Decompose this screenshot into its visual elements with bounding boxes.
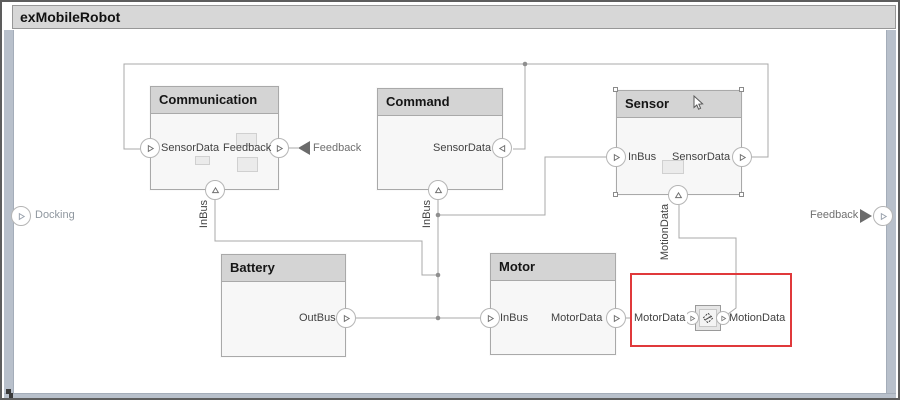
communication-inbus-port[interactable]	[205, 180, 225, 200]
input-triangle-icon	[147, 144, 154, 152]
communication-inbus-label: InBus	[198, 199, 210, 229]
battery-title: Battery	[230, 260, 275, 275]
docking-boundary-port[interactable]	[11, 206, 31, 226]
docking-label: Docking	[35, 209, 75, 221]
highlight-rectangle[interactable]	[630, 273, 792, 347]
motor-inbus-input-port[interactable]	[480, 308, 500, 328]
battery-outbus-output-port[interactable]	[336, 308, 356, 328]
motor-title: Motor	[499, 259, 536, 274]
junction-dot	[522, 61, 528, 67]
output-triangle-icon	[739, 153, 746, 161]
motor-motordata-output-port[interactable]	[606, 308, 626, 328]
junction-dot	[435, 315, 441, 321]
input-triangle-icon	[689, 315, 695, 321]
adapter-motordata-label: MotorData	[632, 312, 688, 324]
communication-component[interactable]: Communication	[150, 86, 279, 190]
motor-component[interactable]: Motor	[490, 253, 616, 355]
feedback-tag-label: Feedback	[313, 142, 362, 154]
feedback-tag-arrow-icon	[298, 141, 310, 155]
adapter-motiondata-label: MotionData	[729, 312, 786, 324]
mouse-cursor-icon	[693, 95, 704, 110]
sensor-inbus-input-port[interactable]	[606, 147, 626, 167]
sensor-motiondata-port[interactable]	[668, 185, 688, 205]
command-inbus-label: InBus	[421, 199, 433, 229]
output-triangle-icon	[276, 144, 283, 152]
input-triangle-icon	[613, 153, 620, 161]
connector-sensordata-to-communication[interactable]	[123, 63, 769, 158]
battery-header[interactable]: Battery	[222, 255, 345, 282]
command-header[interactable]: Command	[378, 89, 502, 116]
command-title: Command	[386, 94, 450, 109]
junction-dot	[435, 272, 441, 278]
communication-content-preview	[237, 157, 258, 172]
model-title-bar: exMobileRobot	[12, 5, 896, 29]
up-triangle-icon	[434, 186, 442, 193]
output-triangle-icon	[880, 212, 887, 220]
sensor-inbus-label: InBus	[628, 151, 657, 163]
feedback-right-label: Feedback	[810, 209, 859, 221]
up-triangle-icon	[211, 186, 219, 193]
battery-outbus-label: OutBus	[299, 312, 336, 324]
feedback-right-arrow-icon	[860, 209, 872, 223]
output-triangle-icon	[720, 315, 726, 321]
motor-motordata-label: MotorData	[551, 312, 603, 324]
motor-header[interactable]: Motor	[491, 254, 615, 281]
output-triangle-icon	[343, 314, 350, 322]
sensor-sensordata-output-port[interactable]	[732, 147, 752, 167]
adapter-motiondata-output-port[interactable]	[716, 311, 730, 325]
command-inbus-port[interactable]	[428, 180, 448, 200]
connector-sensordata-to-command[interactable]	[513, 64, 526, 150]
communication-sensordata-input-port[interactable]	[140, 138, 160, 158]
communication-title: Communication	[159, 92, 258, 107]
communication-feedback-label: Feedback	[223, 142, 272, 154]
communication-sensordata-label: SensorData	[161, 142, 220, 154]
sensor-component[interactable]: Sensor	[616, 90, 742, 195]
battery-component[interactable]: Battery	[221, 254, 346, 357]
communication-content-preview	[195, 156, 210, 165]
communication-content-preview	[236, 133, 257, 146]
connector-motiondata-to-sensor[interactable]	[678, 205, 737, 315]
sensor-title: Sensor	[625, 96, 670, 111]
communication-header[interactable]: Communication	[151, 87, 278, 114]
sensor-content-preview	[662, 160, 684, 174]
input-triangle-icon	[18, 212, 25, 220]
sensor-motiondata-vertical-label: MotionData	[659, 203, 671, 261]
selection-handle[interactable]	[739, 192, 744, 197]
motor-inbus-label: InBus	[500, 312, 529, 324]
connector-communication-inbus[interactable]	[214, 200, 438, 276]
selection-handle[interactable]	[739, 87, 744, 92]
junction-dot	[435, 212, 441, 218]
command-component[interactable]: Command	[377, 88, 503, 190]
up-triangle-icon	[674, 191, 682, 198]
sensor-header[interactable]: Sensor	[617, 91, 741, 118]
left-triangle-icon	[498, 144, 505, 152]
model-title: exMobileRobot	[20, 9, 121, 25]
command-sensordata-input-port[interactable]	[492, 138, 512, 158]
selection-handle[interactable]	[613, 192, 618, 197]
communication-feedback-output-port[interactable]	[269, 138, 289, 158]
input-triangle-icon	[487, 314, 494, 322]
connector-sensor-inbus[interactable]	[438, 156, 606, 216]
command-sensordata-label: SensorData	[433, 142, 492, 154]
feedback-boundary-port[interactable]	[873, 206, 893, 226]
selection-handle[interactable]	[613, 87, 618, 92]
adapter-icon	[699, 309, 717, 327]
output-triangle-icon	[613, 314, 620, 322]
sensor-sensordata-label: SensorData	[672, 151, 731, 163]
diagram-boundary-bottom	[4, 393, 896, 398]
corner-badge-icon	[6, 389, 13, 398]
